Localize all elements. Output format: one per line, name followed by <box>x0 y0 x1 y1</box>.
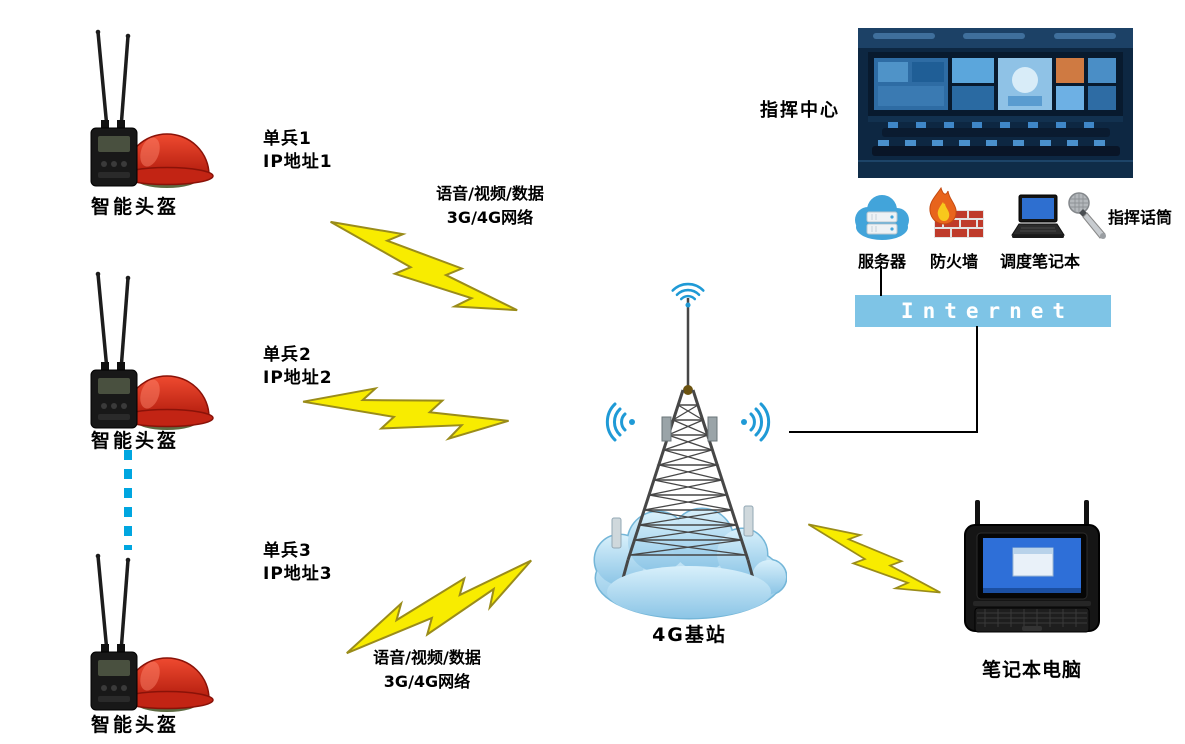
antenna-icon <box>95 29 131 129</box>
link-label-top: 语音/视频/数据 3G/4G网络 <box>405 182 575 230</box>
link-top-line2: 3G/4G网络 <box>446 208 534 227</box>
server-label: 服务器 <box>857 252 906 271</box>
smart-helmet-1-image <box>90 29 214 188</box>
more-units-dotted-line <box>124 450 132 550</box>
soldier-2-label: 单兵2 IP地址2 <box>263 344 333 390</box>
field-laptop-image <box>964 500 1100 633</box>
radio-device-icon <box>90 362 138 429</box>
firewall-label: 防火墙 <box>929 252 978 271</box>
field-laptop-label: 笔记本电脑 <box>981 659 1082 681</box>
antenna-icon <box>95 271 131 371</box>
base-station-image <box>593 298 787 620</box>
command-center-image <box>858 28 1133 178</box>
flame-icon <box>929 186 957 225</box>
soldier-2-name: 单兵2 <box>263 345 312 365</box>
command-center-label: 指挥中心 <box>760 100 840 121</box>
keyboard-keys <box>977 609 1087 627</box>
firewall-icon <box>929 186 984 238</box>
server-racks <box>866 211 898 235</box>
internet-bar: Internet <box>855 295 1111 327</box>
radio-device-icon <box>90 644 138 711</box>
link-top-line1: 语音/视频/数据 <box>436 184 544 203</box>
internet-label: Internet <box>900 299 1075 323</box>
cell-tower-icon <box>611 298 756 583</box>
soldier-1-ip: IP地址1 <box>263 152 333 172</box>
helmet-3-label: 智能头盔 <box>90 714 179 736</box>
command-mic-label: 指挥话筒 <box>1108 208 1173 227</box>
cloud-front-puff <box>607 566 771 618</box>
soldier-3-name: 单兵3 <box>263 541 312 561</box>
link-bottom-line1: 语音/视频/数据 <box>373 648 481 667</box>
smart-helmet-2-image <box>90 271 214 430</box>
soldier-1-label: 单兵1 IP地址1 <box>263 128 333 174</box>
server-icon <box>855 195 909 240</box>
smart-helmet-3-image <box>90 553 214 712</box>
helmet-icon <box>120 375 214 430</box>
soldier-2-ip: IP地址2 <box>263 368 333 388</box>
helmet-2-label: 智能头盔 <box>90 430 179 452</box>
link-label-bottom: 语音/视频/数据 3G/4G网络 <box>342 646 512 694</box>
soldier-3-label: 单兵3 IP地址3 <box>263 540 333 586</box>
dispatch-laptop-icon <box>1011 194 1065 238</box>
antenna-icon <box>95 553 131 653</box>
connector-internet-to-tower <box>789 266 978 433</box>
dispatch-laptop-label: 调度笔记本 <box>999 252 1080 271</box>
antenna-icon <box>1084 500 1089 528</box>
soldier-1-name: 单兵1 <box>263 129 312 149</box>
antenna-icon <box>975 500 980 528</box>
helmet-icon <box>120 133 214 188</box>
lightning-bolt-4 <box>807 523 941 594</box>
link-bottom-line2: 3G/4G网络 <box>383 672 471 691</box>
radio-device-icon <box>90 120 138 187</box>
soldier-3-ip: IP地址3 <box>263 564 333 584</box>
microphone-icon <box>1068 192 1106 239</box>
base-station-label: 4G基站 <box>652 624 727 646</box>
helmet-1-label: 智能头盔 <box>90 196 179 218</box>
